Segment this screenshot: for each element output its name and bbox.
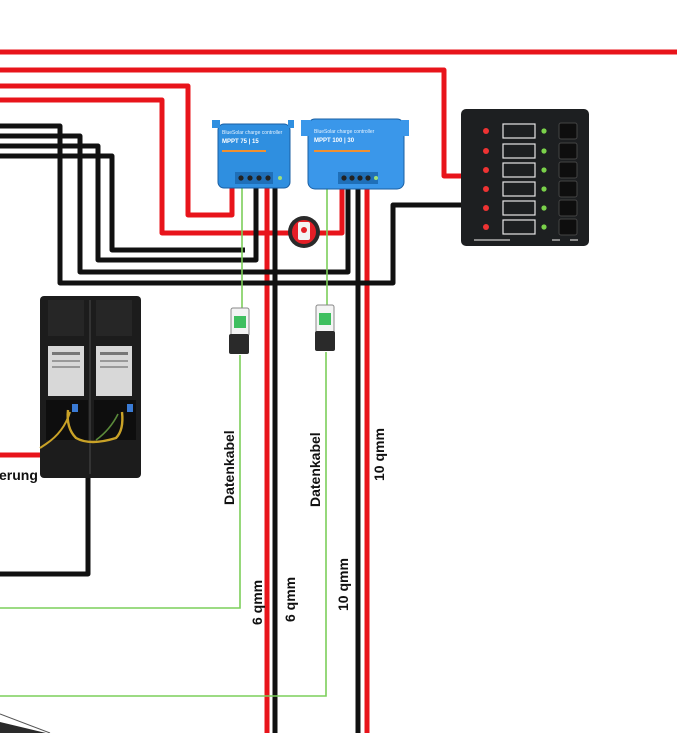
black-wire-battery — [0, 470, 91, 577]
bluetooth-dongle-icon — [229, 307, 250, 354]
red-wire-switch-out — [318, 184, 345, 236]
data-cable-label-2: Datenkabel — [307, 432, 323, 507]
bluetooth-dongle-icon — [315, 304, 335, 351]
battery-switch-icon — [288, 216, 320, 248]
black-wire-3 — [0, 143, 259, 263]
red-wire-panel-feed — [0, 67, 468, 179]
data-cable-label-1: Datenkabel — [221, 430, 237, 505]
mppt-100-title: BlueSolar charge controller — [314, 129, 375, 135]
mppt-100-model: MPPT 100 | 30 — [314, 138, 355, 144]
laptop-corner-icon — [0, 713, 51, 733]
switch-rows — [483, 122, 578, 236]
fuse-label-partial: erung — [0, 467, 38, 483]
wire-label-10qmm-black: 10 qmm — [335, 558, 351, 611]
battery-pack-icon — [39, 296, 141, 478]
data-cables — [0, 168, 328, 697]
red-wire-mppt75-pos — [0, 83, 235, 218]
negative-wires — [0, 123, 470, 733]
data-cable-mppt75-out — [0, 355, 241, 609]
mppt-75-model: MPPT 75 | 15 — [222, 139, 259, 145]
switch-panel-icon — [461, 109, 589, 246]
data-cable-mppt100-out — [0, 352, 327, 697]
mppt-100-30-controller: BlueSolar charge controller MPPT 100 | 3… — [301, 118, 409, 190]
black-wire-1 — [0, 123, 470, 286]
mppt-75-title: BlueSolar charge controller — [222, 130, 283, 136]
wire-label-10qmm-red: 10 qmm — [371, 428, 387, 481]
black-wire-2 — [0, 133, 351, 275]
wire-label-6qmm-red: 6 qmm — [249, 580, 265, 625]
wire-label-6qmm-black: 6 qmm — [282, 577, 298, 622]
black-wire-4 — [0, 153, 245, 253]
red-wire-mppt100-loop — [0, 97, 294, 236]
mppt-75-15-controller: BlueSolar charge controller MPPT 75 | 15 — [212, 120, 294, 189]
